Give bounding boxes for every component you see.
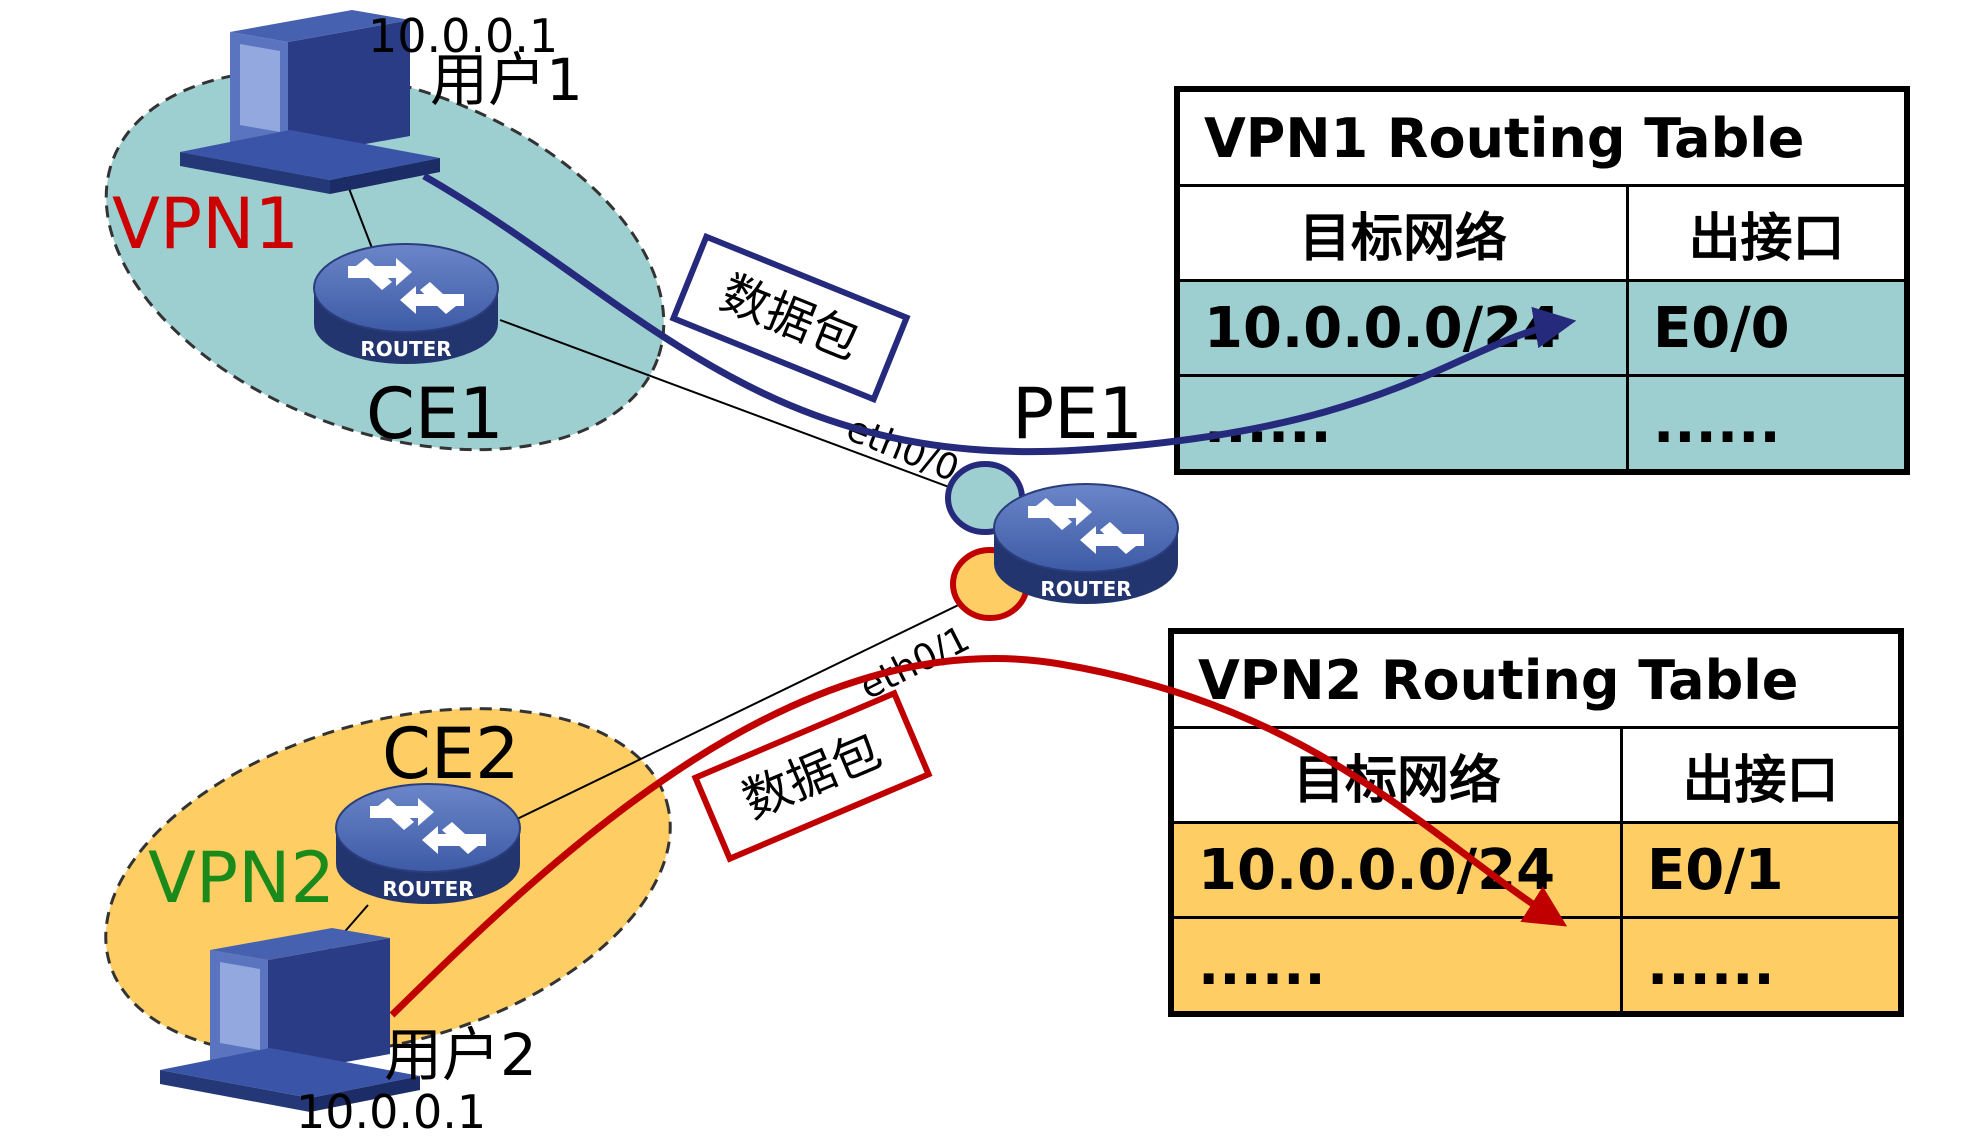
vpn2-routing-table: VPN2 Routing Table 目标网络 出接口 10.0.0.0/24 … — [1168, 628, 1904, 1017]
vpn1-row2-interface: ...... — [1626, 374, 1909, 474]
interface-eth0-1-label: eth0/1 — [853, 618, 976, 708]
svg-text:ROUTER: ROUTER — [382, 877, 473, 901]
pe1-label: PE1 — [1012, 373, 1143, 455]
vpn2-row1-interface: E0/1 — [1620, 821, 1903, 919]
vpn1-label: VPN1 — [112, 183, 299, 265]
packet2-box: 数据包 — [691, 689, 933, 863]
ce2-router-icon[interactable]: ROUTER — [335, 783, 521, 905]
vpn1-header-interface: 出接口 — [1626, 184, 1909, 282]
vpn1-row1-destination: 10.0.0.0/24 — [1175, 279, 1629, 377]
svg-text:ROUTER: ROUTER — [360, 337, 451, 361]
vpn2-row2-interface: ...... — [1620, 916, 1903, 1016]
vpn1-row1-interface: E0/0 — [1626, 279, 1909, 377]
user2-label: 用户2 — [384, 1021, 537, 1089]
vpn1-table-title: VPN1 Routing Table — [1175, 87, 1909, 187]
vpn2-label: VPN2 — [148, 837, 335, 919]
vpn2-row1-destination: 10.0.0.0/24 — [1169, 821, 1623, 919]
vpn2-row2-destination: ...... — [1169, 916, 1623, 1016]
vpn2-header-interface: 出接口 — [1620, 726, 1903, 824]
svg-text:ROUTER: ROUTER — [1040, 577, 1131, 601]
user1-label: 用户1 — [430, 46, 583, 114]
vpn2-table-title: VPN2 Routing Table — [1169, 629, 1903, 729]
pe1-router-icon[interactable]: ROUTER — [993, 483, 1179, 605]
packet1-box: 数据包 — [669, 232, 911, 404]
vpn1-header-destination: 目标网络 — [1175, 184, 1629, 282]
interface-eth0-0-label: eth0/0 — [841, 408, 965, 490]
user1-ip: 10.0.0.1 — [368, 9, 558, 63]
vpn2-header-destination: 目标网络 — [1169, 726, 1623, 824]
ce1-router-icon[interactable]: ROUTER — [313, 243, 499, 365]
user2-ip: 10.0.0.1 — [296, 1085, 486, 1139]
ce1-label: CE1 — [366, 373, 504, 455]
vpn1-routing-table: VPN1 Routing Table 目标网络 出接口 10.0.0.0/24 … — [1174, 86, 1910, 475]
vpn1-row2-destination: ...... — [1175, 374, 1629, 474]
ce2-label: CE2 — [382, 713, 520, 795]
